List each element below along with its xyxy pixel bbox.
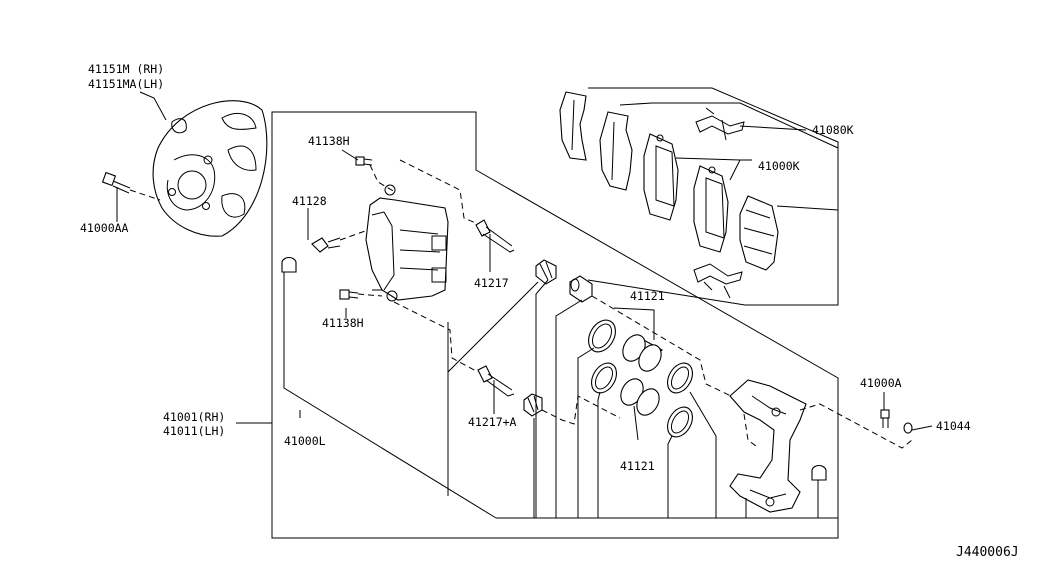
label-spring-kit: 41080K [812, 123, 854, 137]
label-guide-pin: 41217 [474, 276, 509, 290]
pad-kit-frame [587, 87, 839, 306]
shim-outer-2 [599, 111, 633, 191]
piston-seal-upper-right [667, 362, 693, 394]
pad-spring-lower [693, 263, 743, 299]
label-bracket-bolt: 41000A [860, 376, 902, 390]
guide-pin-41217A [477, 365, 515, 397]
label-guide-pin-a: 41217+A [468, 415, 517, 429]
label-caliper-bolt-top: 41138H [308, 134, 350, 148]
caliper-body [365, 184, 449, 302]
pad-spring-upper [695, 107, 745, 141]
label-shield-lh: 41151MA(LH) [88, 77, 164, 91]
pin-boot-upper [535, 259, 557, 285]
caliper-bracket [729, 379, 807, 513]
caliper-bolt-top [355, 156, 373, 166]
dust-shield [152, 100, 268, 237]
shield-bolt [101, 171, 131, 194]
guide-pin-41217 [475, 219, 515, 253]
bleeder-screw [311, 237, 341, 253]
label-piston-seal-top: 41121 [630, 289, 665, 303]
label-pad-kit: 41000K [758, 159, 800, 173]
bracket-plug [811, 464, 827, 481]
piston-lower [620, 378, 660, 416]
label-shield-rh: 41151M (RH) [88, 62, 164, 76]
pin-boot-lower [523, 393, 543, 417]
bleeder-cap [281, 256, 297, 273]
washer [903, 422, 913, 434]
label-caliper-lh: 41011(LH) [163, 424, 225, 438]
label-washer: 41044 [936, 419, 971, 433]
pad-shim-plate [739, 195, 779, 271]
label-caliper-bolt-bottom: 41138H [322, 316, 364, 330]
label-caliper-body: 41000L [284, 434, 326, 448]
caliper-bolt-bottom [339, 289, 359, 300]
piston-upper [622, 334, 663, 372]
pad-kit-frame-inner [619, 102, 839, 149]
label-caliper-rh: 41001(RH) [163, 410, 225, 424]
piston-seal-lower-left [591, 362, 617, 394]
label-bleeder: 41128 [292, 194, 327, 208]
diagram-code: J440006J [956, 545, 1019, 560]
piston-seal-upper-left [588, 319, 616, 353]
label-shield-bolt: 41000AA [80, 221, 129, 235]
bracket-bolt [880, 409, 890, 428]
label-piston-seal-bottom: 41121 [620, 459, 655, 473]
assembly-frame [271, 111, 839, 539]
brake-pad-inner [643, 133, 679, 221]
shim-outer-1 [559, 91, 587, 161]
brake-pad-outer [693, 165, 729, 253]
piston-seal-lower-right [667, 406, 693, 438]
